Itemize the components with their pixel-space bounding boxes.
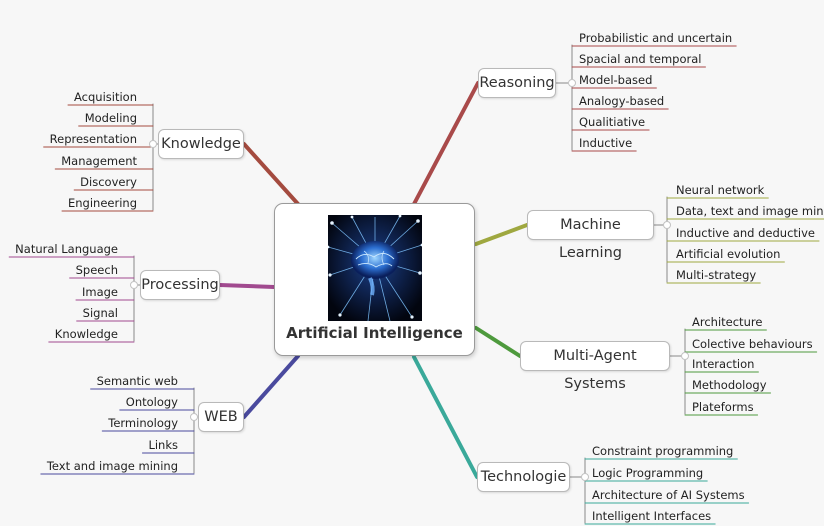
collapse-knob-icon[interactable] [568,79,576,87]
leaf-item[interactable]: Engineering [68,196,137,210]
leaf-item[interactable]: Logic Programming [592,466,704,480]
leaf-item[interactable]: Terminology [108,416,178,430]
leaf-item[interactable]: Spacial and temporal [579,52,702,66]
leaf-item[interactable]: Neural network [676,183,765,197]
leaf-item[interactable]: Model-based [579,73,653,87]
leaf-item[interactable]: Semantic web [96,374,178,388]
leaf-item[interactable]: Inductive and deductive [676,226,815,240]
branch-processing[interactable]: Processing [140,270,220,300]
branch-technologie[interactable]: Technologie [477,462,570,492]
branch-multi-agent[interactable]: Multi-Agent Systems [520,341,670,392]
leaf-item[interactable]: Plateforms [692,400,754,414]
branch-web[interactable]: WEB [198,402,244,432]
leaf-item[interactable]: Knowledge [54,327,118,341]
connector-reasoning [412,81,480,206]
leaf-item[interactable]: Multi-strategy [676,268,757,282]
leaf-item[interactable]: Constraint programming [592,444,734,458]
leaf-item[interactable]: Architecture [692,315,763,329]
collapse-knob-icon[interactable] [663,221,671,229]
collapse-knob-icon[interactable] [130,281,138,289]
connector-multi_agent [474,326,522,358]
leaf-item[interactable]: Modeling [84,111,137,125]
connector-technologie [412,355,479,479]
connector-processing [218,283,276,289]
collapse-knob-icon[interactable] [190,413,198,421]
leaf-item[interactable]: Signal [82,306,118,320]
leaf-item[interactable]: Management [61,154,137,168]
leaf-item[interactable]: Inductive [579,136,633,150]
leaf-item[interactable]: Artificial evolution [676,247,781,261]
leaf-item[interactable]: Representation [49,132,137,146]
leaf-item[interactable]: Probabilistic and uncertain [579,31,733,45]
brain-network-icon [328,215,422,321]
leaf-item[interactable]: Image [81,285,118,299]
leaf-item[interactable]: Discovery [80,175,137,189]
connector-machine_learning [474,223,529,246]
leaf-item[interactable]: Natural Language [15,242,118,256]
collapse-knob-icon[interactable] [681,352,689,360]
central-topic-title: Artificial Intelligence [286,324,463,342]
leaf-item[interactable]: Intelligent Interfaces [592,509,712,523]
leaf-item[interactable]: Architecture of AI Systems [592,488,745,502]
leaf-item[interactable]: Analogy-based [579,94,665,108]
leaf-item[interactable]: Data, text and image mining [676,204,824,218]
central-topic[interactable]: Artificial Intelligence [274,203,475,356]
connector-knowledge [242,142,300,206]
leaf-item[interactable]: Methodology [692,378,767,392]
leaf-item[interactable]: Colective behaviours [692,337,813,351]
leaf-item[interactable]: Acquisition [74,90,137,104]
branch-machine-learning[interactable]: Machine Learning [527,210,654,261]
leaf-item[interactable]: Text and image mining [46,459,178,473]
leaf-item[interactable]: Interaction [692,357,755,371]
collapse-knob-icon[interactable] [581,473,589,481]
collapse-knob-icon[interactable] [149,140,157,148]
connector-web [242,354,300,419]
branch-knowledge[interactable]: Knowledge [158,129,244,159]
leaf-item[interactable]: Ontology [125,395,178,409]
branch-reasoning[interactable]: Reasoning [478,68,556,98]
leaf-item[interactable]: Qualitiative [579,115,646,129]
leaf-item[interactable]: Links [148,438,178,452]
leaf-item[interactable]: Speech [75,263,118,277]
